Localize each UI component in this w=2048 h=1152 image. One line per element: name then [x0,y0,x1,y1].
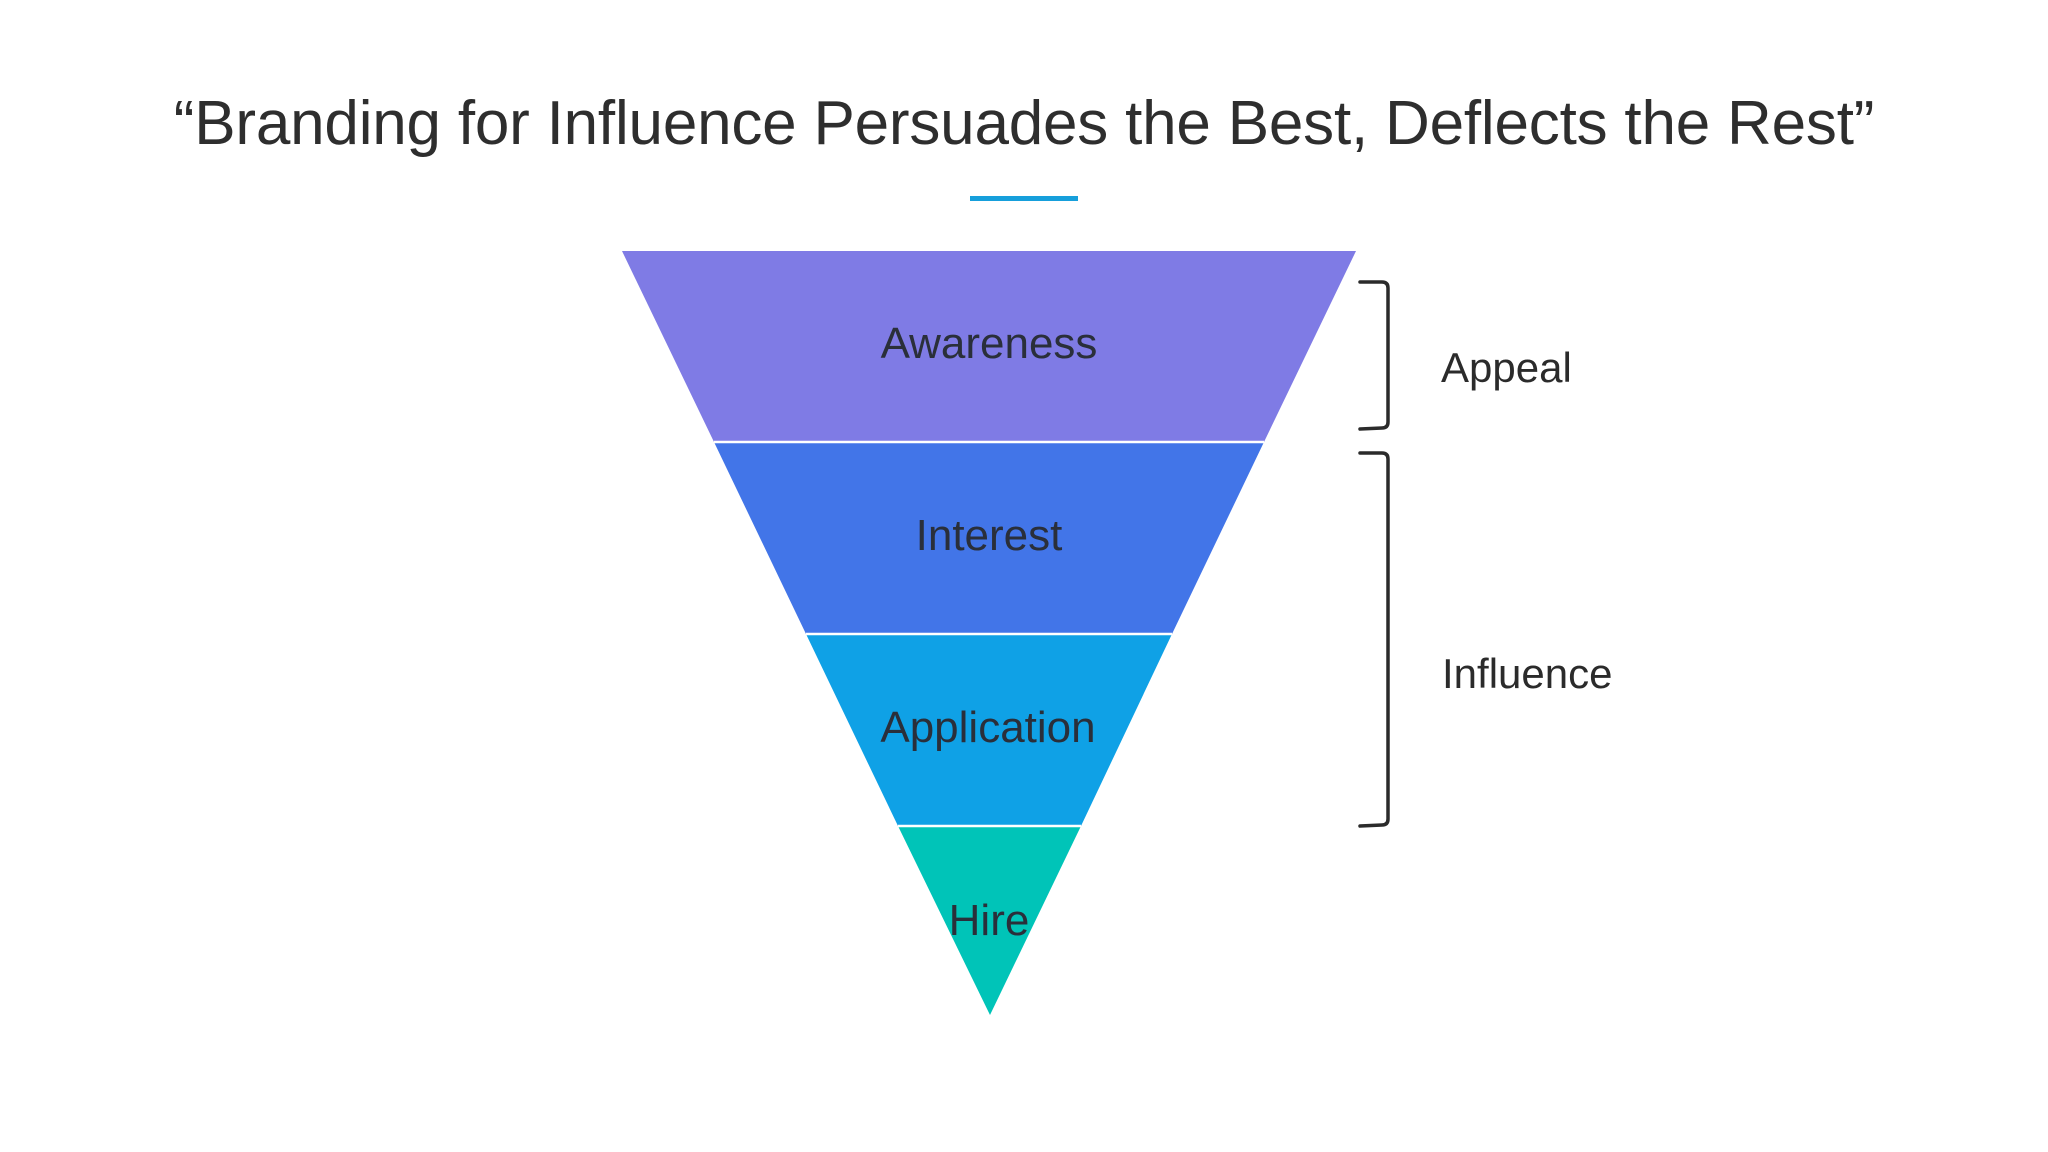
appeal-bracket [1358,280,1390,431]
funnel-stage-interest [714,442,1264,634]
slide-title: “Branding for Influence Persuades the Be… [173,89,1875,158]
stage-label-interest: Interest [915,511,1063,560]
funnel-stage-hire [898,826,1081,1015]
stage-label-awareness: Awareness [880,319,1098,368]
funnel-stage-application [806,634,1172,826]
stage-label-application: Application [880,703,1096,752]
funnel-stage-awareness [622,251,1356,442]
group-label-influence: Influence [1442,650,1613,697]
group-label-appeal: Appeal [1441,344,1572,391]
influence-bracket [1358,451,1390,828]
stage-label-hire: Hire [948,896,1030,945]
title-accent-rule [970,196,1078,201]
